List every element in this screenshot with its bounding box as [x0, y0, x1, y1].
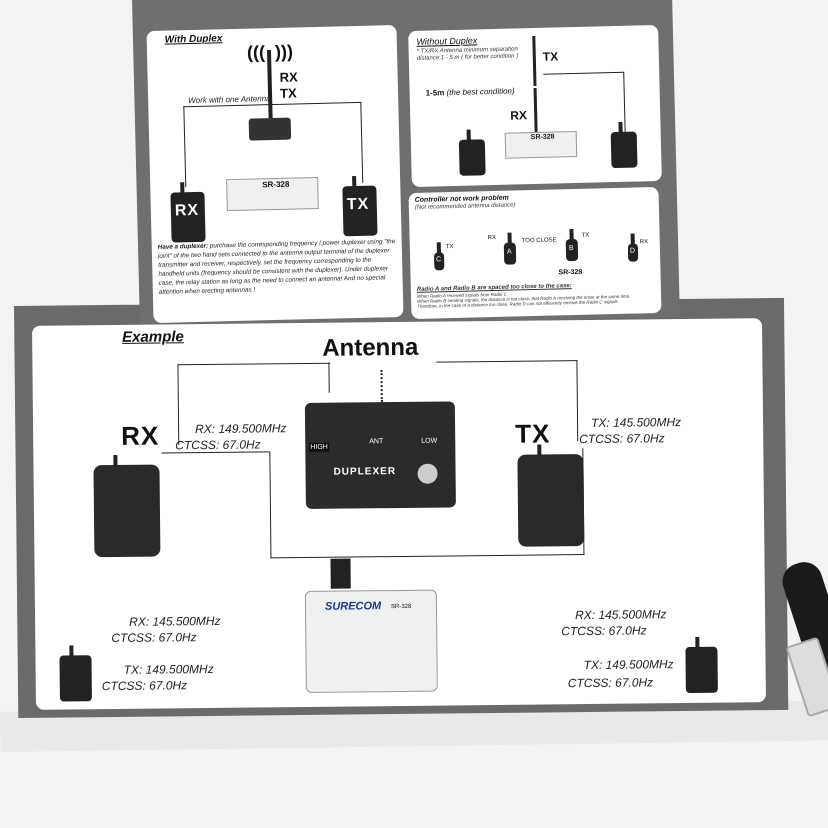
controller-problem-panel: Controller not work problem (Not recomme… — [408, 186, 662, 320]
duplexer-high-label: HIGH — [309, 442, 329, 452]
example-panel: Example Antenna HIGH ANT LOW DUPLEXER RX… — [32, 318, 766, 710]
example-title: Example — [122, 328, 184, 346]
example-rx-ctcss: CTCSS: 67.0Hz — [175, 437, 261, 453]
tx-antenna-icon — [532, 35, 537, 87]
without-duplex-title: Without Duplex — [416, 35, 478, 47]
separation-note: * TX/RX Antenna minimum separation dista… — [416, 46, 519, 62]
distance-note: (the best condition) — [446, 86, 515, 98]
left-handheld-radio — [59, 655, 92, 702]
right-rx-freq: RX: 145.500MHz — [574, 607, 667, 623]
controller-label: SR-328 — [530, 133, 555, 142]
radio-a-letter: A — [506, 248, 512, 256]
radio-b-tag: TX — [581, 232, 590, 239]
left-wire — [183, 103, 277, 188]
radio-a-tag: RX — [487, 234, 497, 242]
left-rx-freq: RX: 145.500MHz — [129, 613, 221, 629]
example-tx-freq: TX: 145.500MHz — [590, 415, 682, 430]
distance-label: 1-5m (the best condition) — [426, 86, 515, 97]
signal-waves-icon: ((( ))) — [246, 41, 294, 63]
problem-subtitle: (Not recommended antenna distance) — [414, 202, 516, 211]
tx-radio-label: TX — [346, 195, 370, 214]
distance-value: 1-5m — [425, 88, 445, 98]
duplexer-low-label: LOW — [421, 437, 438, 445]
example-tx-label: TX — [515, 418, 551, 449]
rx-radio-label: RX — [174, 201, 200, 220]
example-tx-radio — [517, 454, 585, 547]
left-tx-ctcss: CTCSS: 67.0Hz — [101, 678, 188, 694]
duplexer-small — [248, 117, 292, 141]
with-duplex-description: Have a duplexer: purchase the correspond… — [158, 237, 399, 297]
with-duplex-title: With Duplex — [164, 33, 223, 46]
with-duplex-panel: With Duplex ((( ))) RX TX Work with one … — [146, 24, 404, 324]
rx-antenna-label: RX — [510, 108, 528, 123]
right-wire — [270, 101, 364, 186]
right-handheld-radio — [685, 646, 718, 694]
radio-c-letter: C — [436, 256, 442, 264]
duplexer: HIGH ANT LOW DUPLEXER — [304, 401, 456, 509]
controller-brand: SURECOM — [324, 600, 382, 613]
antenna-rx-label: RX — [279, 69, 298, 85]
right-tx-freq: TX: 149.500MHz — [583, 657, 674, 673]
duplexer-name: DUPLEXER — [333, 466, 397, 478]
radio-d-tag: RX — [639, 239, 649, 246]
wire-right — [543, 71, 626, 135]
right-rx-ctcss: CTCSS: 67.0Hz — [561, 623, 647, 639]
right-radio — [610, 131, 638, 169]
wire-right-top — [436, 360, 579, 443]
left-radio — [458, 139, 486, 176]
example-rx-freq: RX: 149.500MHz — [195, 421, 287, 437]
controller-label: SR-328 — [558, 268, 583, 277]
duplexer-knob — [417, 463, 438, 484]
duplexer-ant-label: ANT — [369, 438, 384, 446]
left-rx-ctcss: CTCSS: 67.0Hz — [111, 630, 197, 646]
radio-c-tag: TX — [445, 243, 454, 251]
example-rx-label: RX — [121, 420, 160, 451]
rx-antenna-icon — [533, 87, 538, 135]
radio-b-letter: B — [568, 245, 574, 253]
controller-plugs — [330, 558, 351, 589]
controller-model: SR-328 — [390, 603, 412, 611]
without-duplex-panel: Without Duplex * TX/RX Antenna minimum s… — [408, 24, 662, 188]
antenna-label: Antenna — [322, 333, 419, 362]
right-tx-ctcss: CTCSS: 67.0Hz — [567, 675, 654, 691]
example-tx-ctcss: CTCSS: 67.0Hz — [579, 431, 665, 447]
antenna-tx-label: TX — [279, 85, 297, 101]
too-close-label: TOO CLOSE — [521, 237, 557, 245]
tx-antenna-label: TX — [542, 49, 559, 64]
controller-label: SR-328 — [262, 179, 290, 190]
description-lead: Have a duplexer: — [157, 242, 209, 251]
radio-d-letter: D — [629, 247, 636, 255]
antenna-arrow — [380, 370, 383, 403]
left-tx-freq: TX: 149.500MHz — [123, 661, 214, 677]
example-rx-radio — [93, 464, 161, 558]
